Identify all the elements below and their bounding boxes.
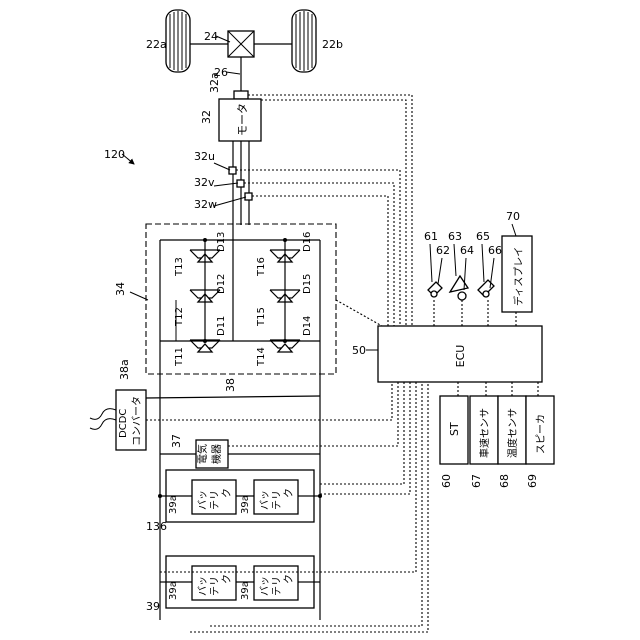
ref-34: 34	[114, 282, 127, 296]
speed-sensor-label: 車速センサ	[478, 408, 491, 458]
ref-63: 63	[448, 230, 462, 243]
aux-label-1: 電気	[196, 444, 209, 464]
battery-label-4a: バッ	[259, 576, 271, 596]
accelerator-sensor-icon	[450, 276, 468, 300]
ref-39a-1: 39a	[168, 495, 179, 514]
ref-38a: 38a	[118, 359, 131, 380]
ref-32v: 32v	[194, 176, 215, 189]
ref-32: 32	[200, 110, 213, 124]
label-t16: T16	[256, 257, 267, 277]
battery-label-2a: バッ	[259, 490, 271, 510]
battery-label-3c: ク	[221, 574, 233, 584]
ref-38: 38	[224, 378, 237, 392]
label-d11: D11	[216, 316, 227, 336]
ref-136: 136	[146, 520, 167, 533]
label-t11: T11	[174, 347, 185, 367]
starter-label: ST	[448, 422, 461, 436]
label-t12: T12	[174, 307, 185, 327]
shift-lever-sensor-icon	[428, 282, 442, 297]
ref-68: 68	[498, 474, 511, 488]
ref-39a-3: 39a	[168, 581, 179, 600]
wheel-left	[166, 10, 190, 72]
ref-62: 62	[436, 244, 450, 257]
rotation-sensor	[234, 91, 248, 99]
brake-sensor-icon	[478, 280, 494, 297]
wheel-right	[292, 10, 316, 72]
battery-label-1b: テリ	[210, 490, 221, 510]
dcdc-label-2: コンバータ	[131, 396, 143, 446]
ref-22a: 22a	[146, 38, 167, 51]
ref-32a: 32a	[208, 72, 221, 93]
label-d12: D12	[216, 274, 227, 294]
label-t15: T15	[256, 307, 267, 327]
dcdc-line-38	[146, 396, 320, 398]
battery-label-3a: バッ	[197, 576, 209, 596]
ecu-label: ECU	[454, 345, 467, 368]
ref-39: 39	[146, 600, 160, 613]
ref-61: 61	[424, 230, 438, 243]
differential-gear	[228, 31, 254, 57]
label-t14: T14	[256, 347, 267, 367]
motor-label: モータ	[236, 103, 249, 136]
ref-39a-4: 39a	[240, 581, 251, 600]
label-d16: D16	[302, 232, 313, 252]
display-label: ディスプレイ	[512, 247, 525, 306]
temp-sensor-label: 温度センサ	[506, 408, 519, 458]
label-d14: D14	[302, 316, 313, 336]
dcdc-label-1: DCDC	[118, 409, 129, 438]
label-d13: D13	[216, 232, 227, 252]
battery-label-2c: ク	[283, 488, 295, 498]
ref-60: 60	[440, 474, 453, 488]
battery-label-1a: バッ	[197, 490, 209, 510]
speaker-label: スピーカ	[535, 414, 547, 454]
battery-label-4b: テリ	[272, 576, 283, 596]
ref-64: 64	[460, 244, 474, 257]
ref-39a-2: 39a	[240, 495, 251, 514]
ref-22b: 22b	[322, 38, 343, 51]
ref-32w: 32w	[194, 198, 217, 211]
battery-label-3b: テリ	[210, 576, 221, 596]
battery-label-1c: ク	[221, 488, 233, 498]
label-t13: T13	[174, 257, 185, 277]
current-sensor-u	[229, 167, 236, 174]
ref-70: 70	[506, 210, 520, 223]
ref-66: 66	[488, 244, 502, 257]
label-d15: D15	[302, 274, 313, 294]
ref-32u: 32u	[194, 150, 215, 163]
current-sensor-v	[237, 180, 244, 187]
ref-65: 65	[476, 230, 490, 243]
battery-label-4c: ク	[283, 574, 295, 584]
ref-67: 67	[470, 474, 483, 488]
aux-label-2: 機器	[210, 444, 223, 464]
ref-37: 37	[170, 434, 183, 448]
battery-label-2b: テリ	[272, 490, 283, 510]
current-sensor-w	[245, 193, 252, 200]
ref-69: 69	[526, 474, 539, 488]
ref-50: 50	[352, 344, 366, 357]
